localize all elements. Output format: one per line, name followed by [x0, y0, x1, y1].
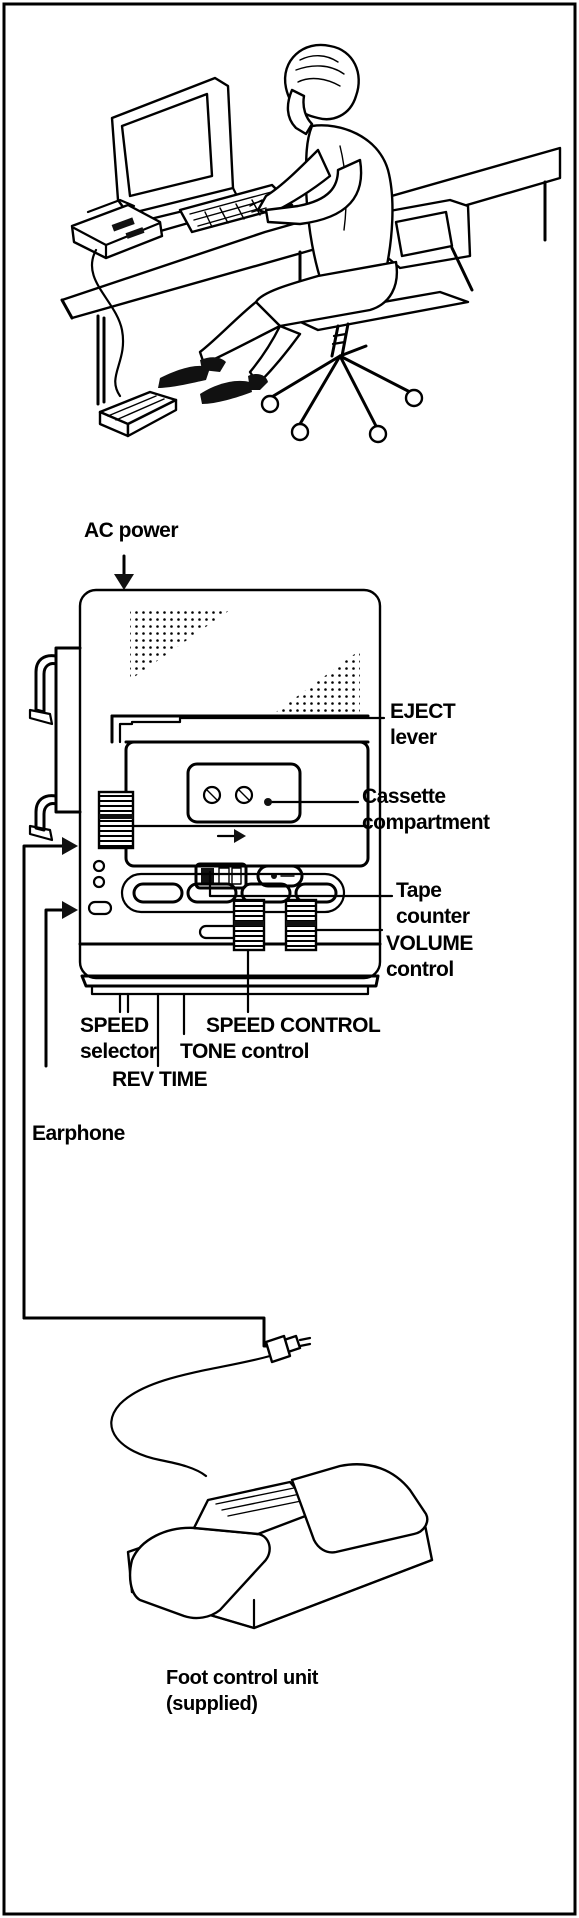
eject-lever[interactable] — [99, 792, 133, 848]
label-speed-control: SPEED CONTROL — [206, 1014, 381, 1037]
label-foot-control-supplied: (supplied) — [166, 1693, 258, 1715]
label-speed-selector: selector — [80, 1040, 157, 1063]
label-tone-control: TONE control — [180, 1040, 309, 1063]
volume-control-slider[interactable] — [286, 900, 316, 950]
label-volume-control: control — [386, 958, 454, 981]
label-cassette: Cassette — [362, 785, 446, 808]
label-tape-counter: counter — [396, 905, 470, 928]
label-cassette-compartment: compartment — [362, 811, 490, 834]
label-volume: VOLUME — [386, 932, 473, 955]
label-earphone: Earphone — [32, 1122, 125, 1145]
label-tape: Tape — [396, 879, 441, 902]
typist-illustration — [62, 45, 560, 442]
label-eject: EJECT — [390, 700, 456, 723]
side-handle — [30, 648, 80, 840]
foot-control-plug — [266, 1336, 310, 1362]
label-rev-time: REV TIME — [112, 1068, 208, 1091]
transcriber-diagram — [24, 556, 392, 1346]
label-ac-power: AC power — [84, 519, 178, 542]
label-eject-lever: lever — [390, 726, 437, 749]
foot-pedal-on-floor — [100, 392, 176, 436]
speed-control-slider[interactable] — [234, 900, 264, 950]
label-speed: SPEED — [80, 1014, 149, 1037]
foot-control-unit — [111, 1336, 432, 1628]
label-foot-control-unit: Foot control unit — [166, 1667, 319, 1689]
